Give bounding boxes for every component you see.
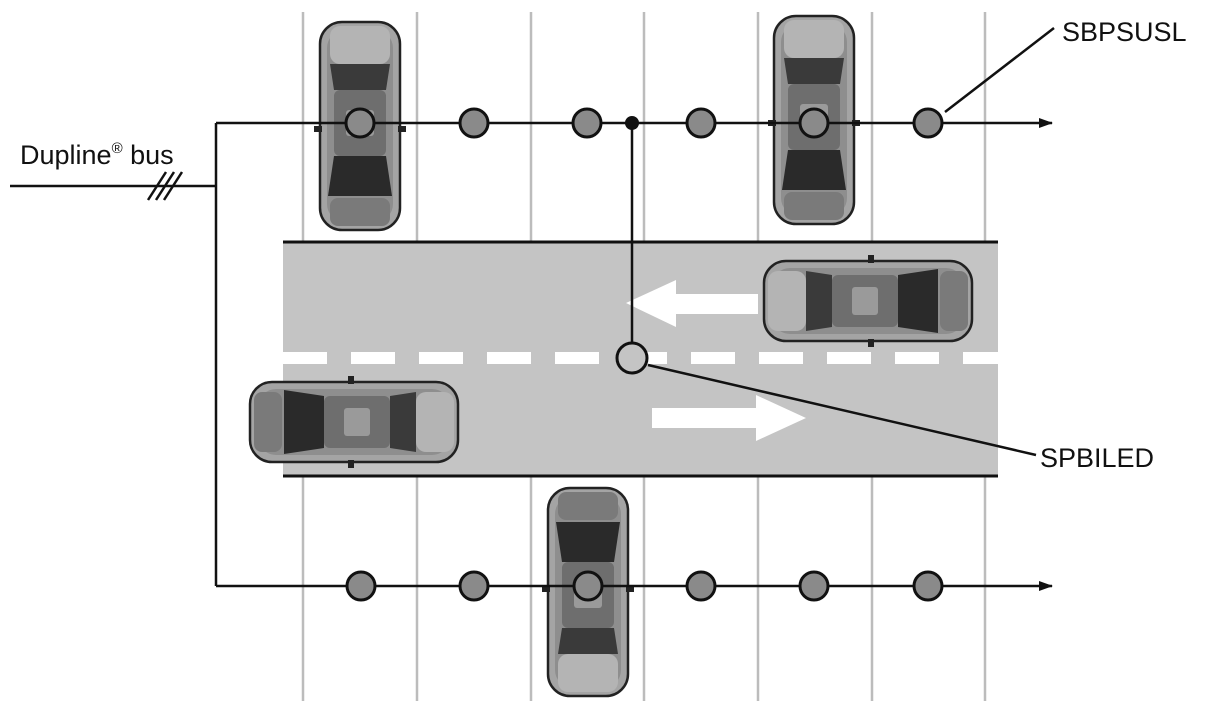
indicator-label: SPBILED [1040,443,1154,473]
bus-cable-mark [154,171,176,201]
bottom-sensors [345,570,944,602]
sensor-bottom-2 [458,570,490,602]
sensor-leader-line [944,27,1055,113]
sensor-top-6 [912,107,944,139]
bus-label: Dupline® bus [20,140,174,170]
sensor-top-5 [798,107,830,139]
bottom-parking-stalls [301,476,987,701]
car-lane-lower [248,374,460,470]
sensor-bottom-4 [685,570,717,602]
sensor-top-1 [344,107,376,139]
sensor-top-3 [571,107,603,139]
sensor-bottom-6 [912,570,944,602]
arrow-left-icon [626,280,758,327]
indicator-leader-line [647,363,1037,457]
car-lane-upper [762,253,974,349]
top-sensors [344,107,944,139]
bus-cable-mark [146,171,168,201]
sensor-label: SBPSUSL [1062,17,1187,47]
sensor-bottom-5 [798,570,830,602]
bus-junction-dot [625,116,639,130]
arrow-right-icon [652,395,806,441]
sensor-top-4 [685,107,717,139]
sensor-top-2 [458,107,490,139]
sensor-bottom-3 [572,570,604,602]
lane-indicator-led [615,341,649,375]
sensor-bottom-1 [345,570,377,602]
top-parking-stalls [301,12,987,241]
bus-cable-mark [162,171,184,201]
